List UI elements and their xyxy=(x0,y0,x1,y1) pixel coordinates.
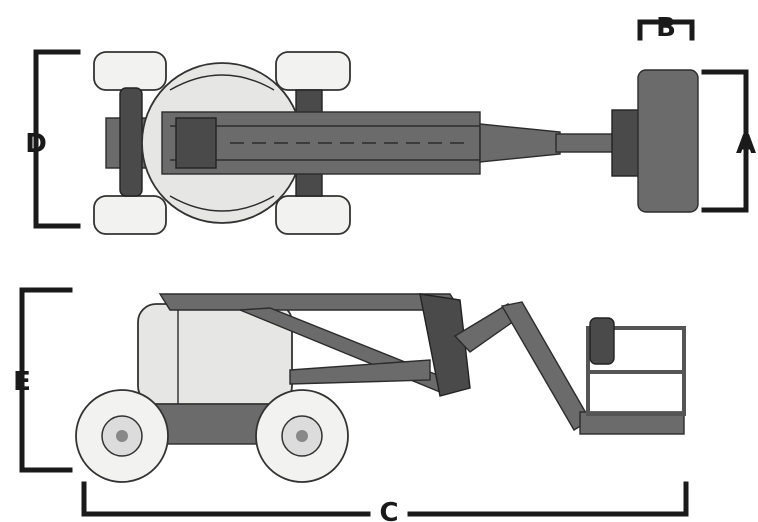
top-view-platform-controls xyxy=(611,109,641,177)
side-view-lower-boom xyxy=(289,359,431,385)
top-view-platform xyxy=(637,69,699,213)
side-view xyxy=(75,293,686,483)
dimension-a-bracket xyxy=(701,69,749,213)
top-view-tire-front-right xyxy=(275,195,351,235)
top-view-rear-counterweight xyxy=(119,87,143,197)
side-view-front-hub-center xyxy=(296,430,308,442)
dimension-d-bracket xyxy=(33,49,81,229)
top-view-tire-rear-left xyxy=(93,51,167,91)
dimension-c-label: C xyxy=(379,498,398,522)
dimension-e-label: E xyxy=(13,367,31,397)
dimension-markers: A B D E C xyxy=(13,13,756,522)
top-view-jib-extension xyxy=(555,133,615,153)
top-view-tire-rear-right xyxy=(93,195,167,235)
dimension-a-label: A xyxy=(736,130,756,160)
dimension-d-label: D xyxy=(25,129,47,159)
top-view xyxy=(93,51,699,235)
dimension-b-bracket xyxy=(637,19,695,41)
dimension-e-bracket xyxy=(19,287,73,473)
side-view-riser xyxy=(419,293,471,397)
side-view-jib-arm xyxy=(500,301,591,431)
side-view-upper-boom xyxy=(158,293,462,311)
top-view-boom-pivot xyxy=(175,117,217,169)
side-view-control-box xyxy=(589,317,615,365)
dimension-b-label: B xyxy=(656,13,676,43)
top-view-jib xyxy=(479,123,561,163)
top-view-tire-front-left xyxy=(275,51,351,91)
side-view-rear-hub-center xyxy=(116,430,128,442)
dimension-c-bracket xyxy=(81,481,689,517)
top-view-turntable-detail xyxy=(169,74,275,212)
